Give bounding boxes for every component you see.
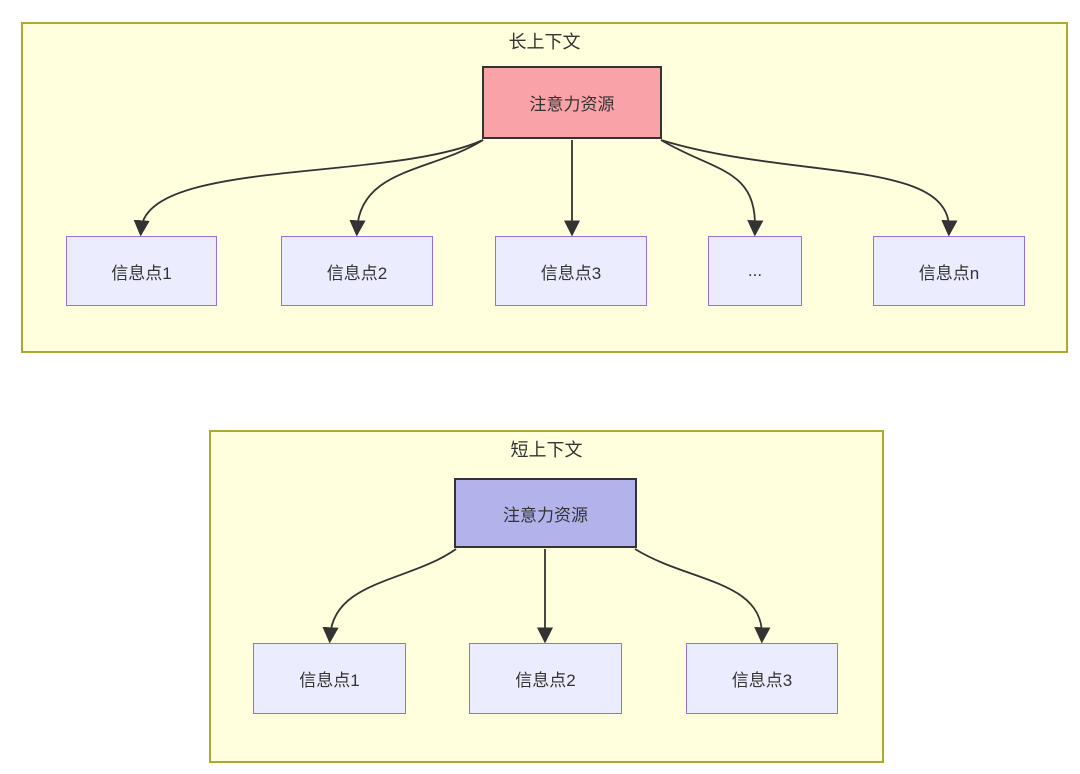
attention-resource-label-short: 注意力资源 (503, 505, 588, 525)
info-node-short-3: 信息点3 (686, 643, 838, 714)
short-context-title: 短上下文 (510, 440, 583, 460)
info-node-label: 信息点1 (299, 671, 360, 690)
attention-resource-node-short: 注意力资源 (454, 478, 637, 548)
info-node-label: 信息点2 (326, 263, 388, 283)
info-node-label: 信息点n (918, 263, 980, 283)
long-context-title: 长上下文 (508, 32, 581, 52)
info-node-long-3: 信息点3 (495, 236, 647, 306)
attention-resource-label-long: 注意力资源 (529, 95, 615, 114)
info-node-short-2: 信息点2 (469, 643, 622, 714)
info-node-label: 信息点1 (111, 263, 172, 283)
info-node-label: 信息点3 (540, 263, 602, 283)
info-node-long-n: 信息点n (873, 236, 1025, 306)
info-node-long-2: 信息点2 (281, 236, 433, 306)
info-node-label: 信息点2 (515, 671, 576, 690)
info-node-long-1: 信息点1 (66, 236, 217, 306)
attention-resource-node-long: 注意力资源 (482, 66, 662, 139)
info-node-label: ... (747, 261, 763, 280)
info-node-long-ellipsis: ... (708, 236, 802, 306)
info-node-label: 信息点3 (731, 671, 793, 690)
info-node-short-1: 信息点1 (253, 643, 406, 714)
